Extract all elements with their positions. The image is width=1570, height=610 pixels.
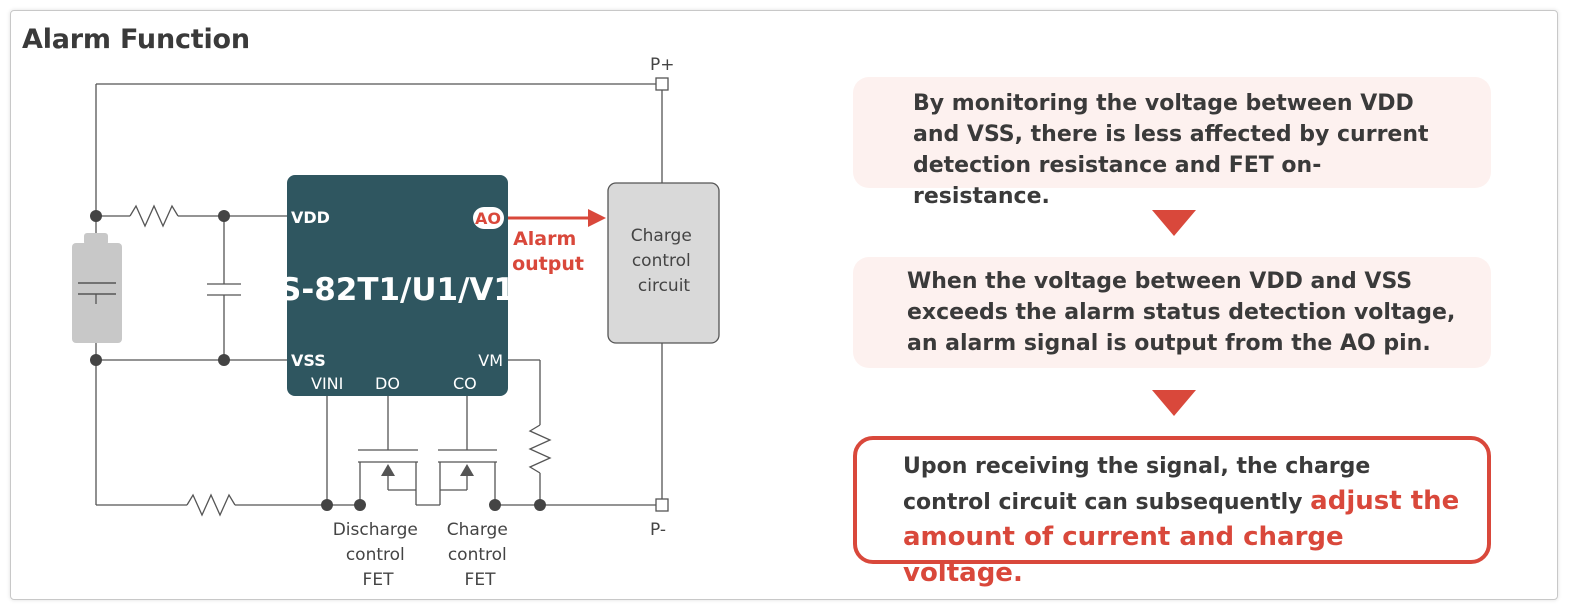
chip-name: S-82T1/U1/V1 [279,272,515,308]
step-1-box: By monitoring the voltage between VDD an… [853,77,1491,209]
discharge-fet-label: Discharge control FET [333,520,424,590]
pin-vss-label: VSS [291,351,326,370]
step-2-box: When the voltage between VDD and VSS exc… [853,257,1491,368]
pin-vdd-label: VDD [291,208,330,227]
step-3-box: Upon receiving the signal, the charge co… [853,436,1491,588]
p-plus-terminal [655,77,669,91]
circuit-diagram: P+ P- Charge control circuit S-82T1/U1/V… [72,55,720,590]
step-3-prefix: Upon receiving the signal, the charge co… [903,454,1371,515]
down-arrow-icon [1152,390,1196,416]
step-3-highlight: adjust the amount of current and charge … [903,486,1460,588]
charge-fet-arrow [460,464,474,476]
discharge-fet-arrow [381,464,395,476]
p-plus-label: P+ [650,55,675,75]
charge-control-circuit-label: Charge control circuit [631,226,697,296]
junction-dots [90,210,546,511]
alarm-output-arrowhead [588,209,606,227]
pin-co-label: CO [453,374,477,393]
pin-ao-label: AO [475,209,501,228]
battery-icon [72,233,122,343]
ao-pin-badge [473,207,504,229]
panel-frame [10,10,1558,600]
step-1-text: By monitoring the voltage between VDD an… [913,91,1429,209]
page-title: Alarm Function [22,24,250,55]
pin-vm-label: VM [478,351,503,370]
p-minus-terminal [655,498,669,512]
charge-fet-label: Charge control FET [447,520,513,590]
alarm-output-label: Alarm output [512,228,584,275]
step-2-text: When the voltage between VDD and VSS exc… [907,269,1456,356]
charge-control-circuit [607,182,720,344]
pin-do-label: DO [375,374,400,393]
step-3-text: Upon receiving the signal, the charge co… [903,450,1463,592]
p-minus-label: P- [650,520,666,540]
pin-vini-label: VINI [311,374,343,393]
ic-chip [287,175,508,396]
down-arrow-icon [1152,210,1196,236]
